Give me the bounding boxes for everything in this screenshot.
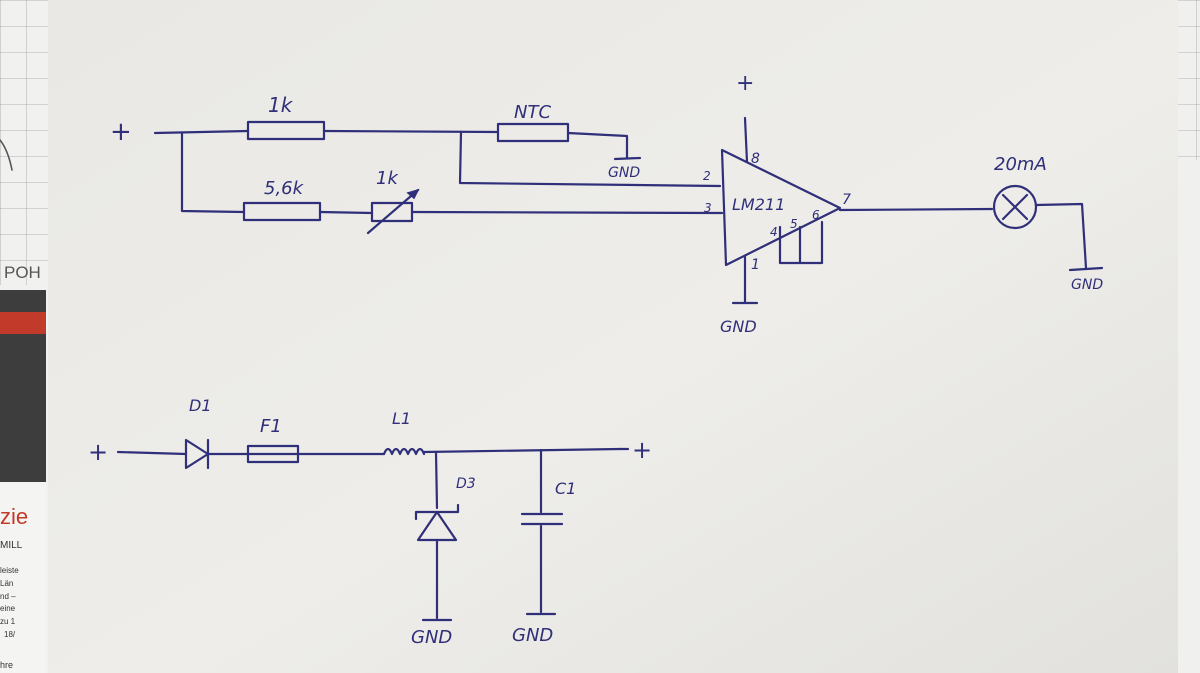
book-line-3: nd – xyxy=(0,592,16,601)
comparator-gnd-label: GND xyxy=(720,317,757,336)
output-plus-label: + xyxy=(632,436,652,464)
d3-gnd-label: GND xyxy=(411,627,452,648)
l1-label: L1 xyxy=(392,409,411,428)
pin-3-label: 3 xyxy=(704,201,712,215)
pot-label: 1k xyxy=(376,168,399,189)
c1-label: C1 xyxy=(555,479,576,498)
pin-4-label: 4 xyxy=(770,225,778,239)
book-heading: POH xyxy=(4,263,41,282)
diode-d1 xyxy=(184,438,210,470)
inductor-l1 xyxy=(382,447,426,456)
pin-8-label: 8 xyxy=(751,151,760,167)
f1-label: F1 xyxy=(260,416,282,437)
capacitor-c1 xyxy=(520,512,564,526)
ntc-gnd-label: GND xyxy=(608,165,640,181)
lamp-20mA xyxy=(992,184,1038,230)
top-circuit-wiring xyxy=(153,116,1104,305)
ntc-label: NTC xyxy=(514,102,551,123)
book-word-big: zie xyxy=(0,504,28,529)
pin-2-label: 2 xyxy=(703,169,711,183)
c1-gnd-label: GND xyxy=(512,625,553,646)
vcc-plus-label: + xyxy=(736,71,754,96)
d3-label: D3 xyxy=(456,476,476,492)
input-plus-label: + xyxy=(88,438,108,466)
comparator-triangle xyxy=(720,148,842,267)
bottom-circuit-wiring xyxy=(116,438,630,622)
bottom-circuit-labels: + D1 F1 L1 + D3 C1 GND GND xyxy=(88,396,652,648)
left-book-text: POH zie MILL leiste Län nd – eine zu 1 1… xyxy=(0,263,41,670)
paper-sheet xyxy=(48,0,1178,673)
pin-5-label: 5 xyxy=(790,217,798,231)
lamp-current-label: 20mA xyxy=(994,154,1047,175)
pin-6-label: 6 xyxy=(812,208,820,222)
book-line-6: 18/ xyxy=(4,630,16,639)
pin-1-label: 1 xyxy=(751,257,760,273)
d1-label: D1 xyxy=(189,396,212,415)
top-circuit-labels: + 1k 5,6k 1k NTC GND LM211 2 3 8 7 1 4 5… xyxy=(110,71,1103,336)
comparator-label: LM211 xyxy=(732,195,785,214)
lamp-gnd-label: GND xyxy=(1071,277,1103,293)
book-line-4: eine xyxy=(0,604,16,613)
pin-7-label: 7 xyxy=(842,192,851,208)
book-footer: hre xyxy=(0,660,13,670)
book-line-2: Län xyxy=(0,579,13,588)
book-line-1: leiste xyxy=(0,566,19,575)
r2-label: 5,6k xyxy=(264,178,305,199)
supply-plus-label: + xyxy=(110,117,132,147)
r1-label: 1k xyxy=(268,93,294,117)
book-word-small: MILL xyxy=(0,540,23,551)
book-line-5: zu 1 xyxy=(0,617,16,626)
